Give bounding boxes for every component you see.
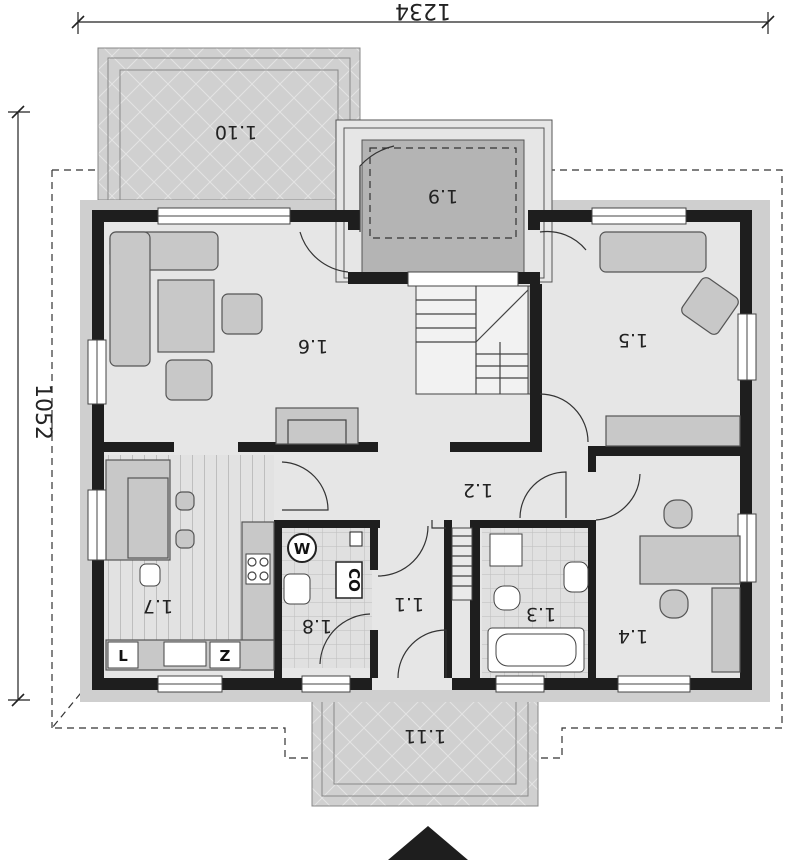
terrace-1-10 [97,47,361,201]
kitchen-furniture: L Z [105,459,275,671]
room-labels: 1.1 1.2 1.3 1.4 1.5 1.6 1.7 1.8 1.9 1.10… [143,121,648,747]
living-room-furniture [109,231,359,445]
room-label-1-10: 1.10 [215,121,257,143]
dimension-left: 1052 [8,105,55,707]
dimension-top: 1234 [71,0,775,34]
room-label-1-3: 1.3 [526,603,556,625]
veranda-1-9 [335,119,553,283]
washer-label: W [294,540,311,558]
boiler-label: CO [345,568,363,592]
walls [92,210,752,690]
room-label-1-8: 1.8 [302,615,332,637]
terrace-1-11 [311,689,539,807]
freezer-label: Z [220,647,231,665]
room-label-1-11: 1.11 [404,725,446,747]
windows [87,207,757,693]
utility-room-fixtures: W CO [283,531,363,605]
dimension-width: 1234 [395,0,451,23]
room-label-1-6: 1.6 [298,335,328,357]
doors [281,145,641,679]
room-label-1-7: 1.7 [143,595,173,617]
room-label-1-2: 1.2 [463,479,493,501]
room-label-1-9: 1.9 [428,185,458,207]
staircase [415,285,541,395]
room-label-1-4: 1.4 [618,625,648,647]
hall-wardrobe [451,527,473,601]
bedroom-furniture [599,231,741,447]
room-label-1-5: 1.5 [618,329,648,351]
bathroom-fixtures [487,533,589,673]
office-furniture [639,499,741,673]
dimension-depth: 1052 [30,384,55,440]
fridge-label: L [118,647,128,665]
direction-arrow-icon [388,826,468,860]
room-label-1-1: 1.1 [394,593,424,615]
